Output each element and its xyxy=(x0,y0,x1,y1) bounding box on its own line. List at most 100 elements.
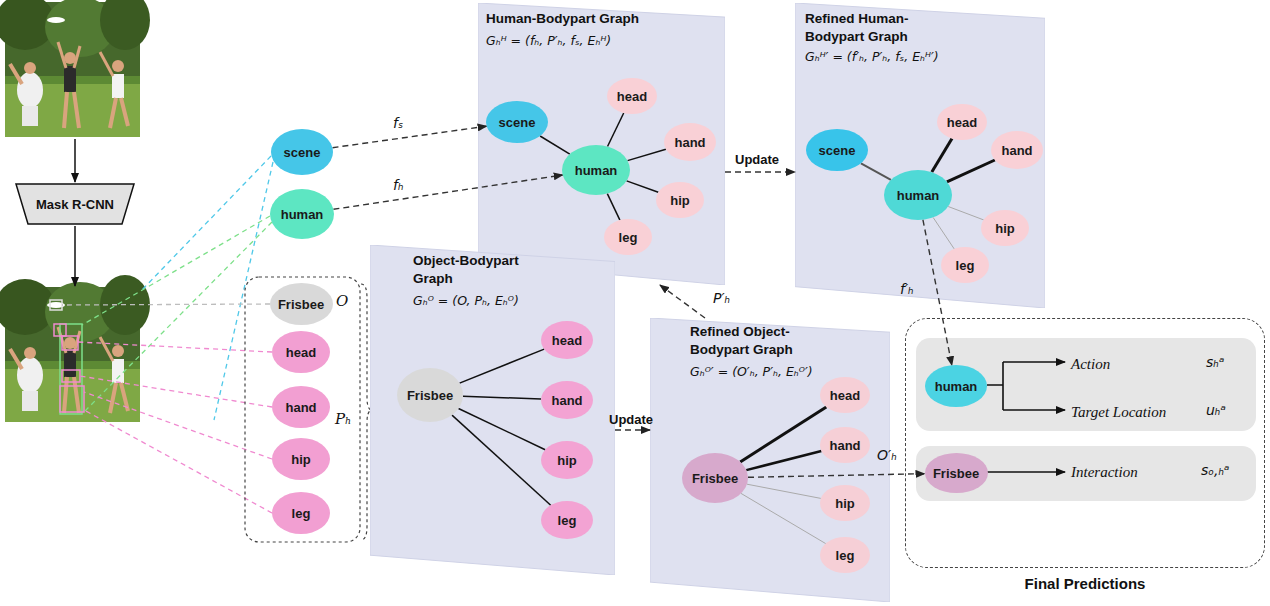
graph-node: leg xyxy=(272,492,330,534)
panel-fill xyxy=(478,3,725,285)
node-label: scene xyxy=(284,145,321,160)
graph-node: hand xyxy=(820,427,870,463)
label-text: Object-Bodypart Graph xyxy=(413,253,519,286)
svg-line xyxy=(84,410,272,513)
graph-node: Frisbee xyxy=(397,368,463,422)
prediction-arrow xyxy=(1003,361,1065,363)
label-text: O′ₕ xyxy=(877,447,897,463)
node-label: scene xyxy=(819,143,856,158)
label-text: Pₕ xyxy=(335,410,352,428)
label-text: Refined Human-Bodypart Graph xyxy=(805,11,909,44)
graph-node: head xyxy=(820,377,870,413)
text-wrap: Gₕᴼ′ = (O′ₕ, P′ₕ, Eₕᴼ′) xyxy=(690,362,813,380)
svg-rect xyxy=(54,324,66,336)
connector xyxy=(333,126,487,148)
text-wrap: Gₕᴼ = (O, Pₕ, Eₕᴼ) xyxy=(413,291,519,309)
node-label: leg xyxy=(956,258,975,273)
node-label: human xyxy=(935,379,978,394)
label-text: uₕᵃ xyxy=(1206,402,1226,418)
graph-node: hand xyxy=(272,386,330,428)
panel-fill xyxy=(370,245,615,575)
node-label: hand xyxy=(829,438,860,453)
flow-arrow xyxy=(74,226,76,286)
prediction-arrow xyxy=(1003,409,1065,411)
svg-line xyxy=(84,222,272,412)
node-label: leg xyxy=(558,513,577,528)
label-text: fₛ xyxy=(393,115,403,131)
panel-fill xyxy=(795,3,1045,308)
node-label: hand xyxy=(285,400,316,415)
panel-fill xyxy=(650,318,890,602)
part-group-outline xyxy=(245,277,360,542)
text-wrap: Human-Bodypart Graph xyxy=(486,9,639,27)
connector xyxy=(660,285,705,318)
node-label: scene xyxy=(499,115,536,130)
text-wrap: Update xyxy=(609,410,653,428)
graph-panel: Refined Human-Bodypart GraphGₕᴴ′ = (f′ₕ,… xyxy=(795,3,1045,308)
text-wrap: Target Location xyxy=(1071,403,1166,421)
trapezoid-outline xyxy=(16,184,134,224)
graph-node: Frisbee xyxy=(925,453,988,493)
module-box: Mask R-CNN xyxy=(15,183,135,225)
node-label: leg xyxy=(836,548,855,563)
graph-node: hip xyxy=(981,210,1029,246)
graph-node: hip xyxy=(272,438,330,480)
svg-line xyxy=(62,304,270,305)
graph-node: head xyxy=(607,78,657,114)
label-text: Refined Object-Bodypart Graph xyxy=(690,324,793,357)
node-label: hip xyxy=(291,452,311,467)
graph-node: hip xyxy=(541,441,593,479)
text-wrap: Interaction xyxy=(1071,463,1138,481)
label-text: Update xyxy=(609,412,653,427)
text-wrap: Object-Bodypart Graph xyxy=(413,251,538,287)
label-text: Action xyxy=(1071,356,1110,372)
node-label: hand xyxy=(551,393,582,408)
svg-rect xyxy=(62,370,80,382)
label-text: Gₕᴼ = (O, Pₕ, Eₕᴼ) xyxy=(413,293,519,308)
label-text: Gₕᴴ′ = (f′ₕ, P′ₕ, fₛ, Eₕᴴ′) xyxy=(805,49,939,64)
label-text: O xyxy=(336,292,348,310)
module-label: Mask R-CNN xyxy=(36,197,114,212)
text-wrap: fₛ xyxy=(393,114,403,132)
prediction-group: Final PredictionsActionsₕᵃTarget Locatio… xyxy=(905,318,1265,568)
graph-node: human xyxy=(270,189,334,239)
node-label: hand xyxy=(674,135,705,150)
node-label: head xyxy=(947,115,977,130)
text-wrap: P′ₕ xyxy=(713,289,730,307)
svg-line xyxy=(214,162,273,420)
graph-node: hand xyxy=(991,131,1043,169)
text-wrap: Update xyxy=(735,150,779,168)
graph-panel: Object-Bodypart GraphGₕᴼ = (O, Pₕ, Eₕᴼ) F… xyxy=(370,245,615,575)
node-label: Frisbee xyxy=(407,388,453,403)
prediction-arrow xyxy=(987,471,1065,473)
graph-node: leg xyxy=(604,219,652,255)
svg-line xyxy=(78,342,272,352)
node-label: head xyxy=(286,345,316,360)
label-text: Human-Bodypart Graph xyxy=(486,11,639,26)
text-wrap: Gₕᴴ = (fₕ, P′ₕ, fₛ, Eₕᴴ) xyxy=(486,31,611,49)
label-text: P′ₕ xyxy=(713,290,730,306)
text-wrap: Action xyxy=(1071,355,1110,373)
svg-line xyxy=(140,156,271,292)
node-label: hip xyxy=(557,453,577,468)
node-label: human xyxy=(897,188,940,203)
prediction-box: Interaction sₒ,ₕᵃ Frisbee xyxy=(916,446,1256,501)
text-wrap: sₕᵃ xyxy=(1206,353,1224,371)
text-wrap: fₕ xyxy=(393,176,404,194)
text-wrap: O xyxy=(336,292,348,310)
svg-rect xyxy=(60,386,84,412)
graph-node: head xyxy=(541,321,593,359)
graph-node: hip xyxy=(656,182,704,218)
graph-panel: Human-Bodypart GraphGₕᴴ = (fₕ, P′ₕ, fₛ, … xyxy=(478,3,725,285)
label-text: Target Location xyxy=(1071,404,1166,420)
connector xyxy=(615,429,650,430)
node-label: human xyxy=(575,163,618,178)
graph-node: hand xyxy=(541,381,593,419)
label-text: sₕᵃ xyxy=(1206,354,1224,370)
label-text: sₒ,ₕᵃ xyxy=(1201,462,1230,478)
graph-node: scene xyxy=(271,129,333,175)
label-text: f′ₕ xyxy=(900,281,914,297)
connector xyxy=(725,171,795,172)
